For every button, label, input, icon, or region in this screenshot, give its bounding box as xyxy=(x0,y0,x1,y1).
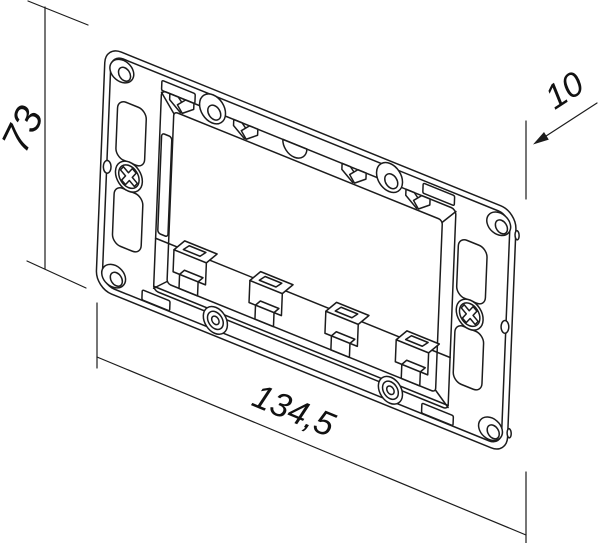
fixing-slot xyxy=(453,323,484,393)
arrowhead-icon xyxy=(533,132,549,145)
side-oval-hole xyxy=(102,159,112,175)
rim-slot xyxy=(423,183,455,206)
extension-line xyxy=(27,261,86,288)
fixing-slot xyxy=(116,99,147,169)
fixing-slot xyxy=(112,185,143,255)
rim-slot xyxy=(142,290,170,311)
corner-hole-top-left xyxy=(107,51,137,92)
left-wall-slot xyxy=(158,133,172,237)
corner-hole-bottom-right xyxy=(475,408,505,449)
fixing-slot xyxy=(456,237,487,307)
dimension-depth-value: 10 xyxy=(538,64,590,117)
leader-line xyxy=(543,103,597,138)
window-corner-edges xyxy=(154,92,456,407)
frame-body xyxy=(96,46,520,456)
rim-slot xyxy=(422,403,454,426)
dimension-width-value: 134,5 xyxy=(247,377,340,445)
side-oval-hole xyxy=(500,319,510,335)
dimension-depth: 10 xyxy=(526,64,597,199)
threaded-boss-bottom-right xyxy=(378,372,403,408)
half-round-notch xyxy=(282,139,307,162)
fixing-screw-left xyxy=(115,157,143,197)
dimension-height: 73 xyxy=(0,1,88,288)
edge-tab xyxy=(507,428,511,439)
extension-line xyxy=(28,1,88,25)
module-window-depth xyxy=(167,112,442,393)
corner-hole-bottom-left xyxy=(98,256,128,297)
dimension-line xyxy=(97,357,526,535)
threaded-boss-bottom-left xyxy=(203,303,228,339)
screw-boss-top-right xyxy=(376,158,403,197)
corner-hole-top-right xyxy=(484,203,514,244)
edge-tab xyxy=(515,230,519,241)
screw-boss-top-left xyxy=(199,90,226,129)
fixing-screw-right xyxy=(456,295,484,335)
